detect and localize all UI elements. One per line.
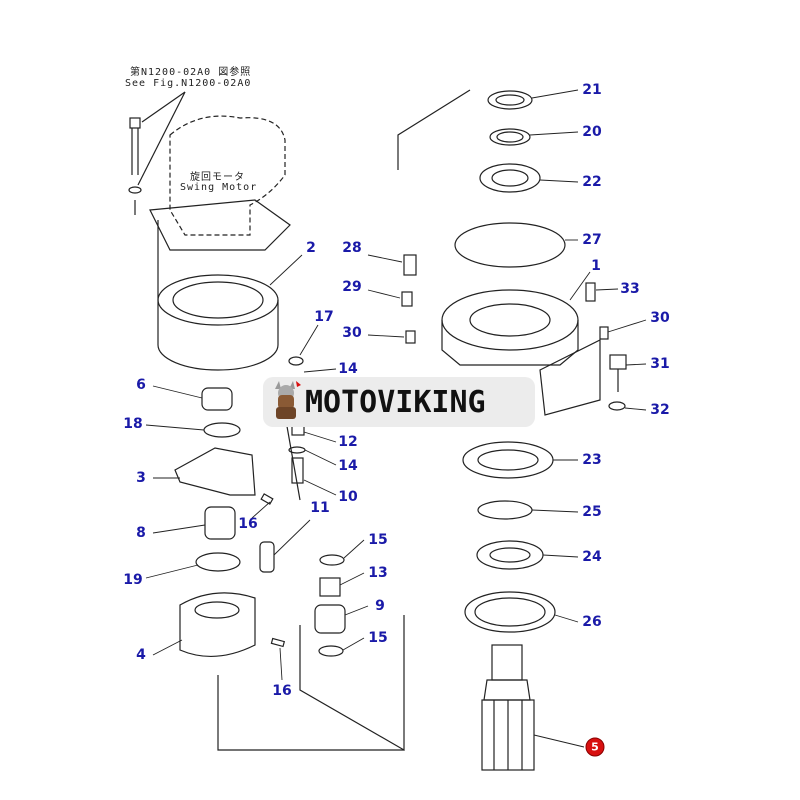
part-label-6[interactable]: 6	[136, 377, 146, 393]
part-label-19[interactable]: 19	[123, 572, 143, 588]
part-label-32[interactable]: 32	[650, 402, 670, 418]
part-label-23[interactable]: 23	[582, 452, 602, 468]
part-label-12[interactable]: 12	[338, 434, 358, 450]
part-label-15[interactable]: 15	[368, 532, 388, 548]
watermark-text: MOTOVIKING	[305, 384, 486, 420]
part-label-17[interactable]: 17	[314, 309, 334, 325]
part-label-27[interactable]: 27	[582, 232, 602, 248]
part-label-14[interactable]: 14	[338, 458, 358, 474]
part-label-30[interactable]: 30	[650, 310, 670, 326]
part-label-22[interactable]: 22	[582, 174, 602, 190]
part-label-8[interactable]: 8	[136, 525, 146, 541]
part-label-15[interactable]: 15	[368, 630, 388, 646]
part-label-16[interactable]: 16	[272, 683, 292, 699]
part-label-10[interactable]: 10	[338, 489, 358, 505]
bolt-drawing	[128, 91, 186, 215]
part-label-33[interactable]: 33	[620, 281, 640, 297]
motor-label-en: Swing Motor	[180, 182, 258, 193]
part-label-29[interactable]: 29	[342, 279, 362, 295]
part-label-11[interactable]: 11	[310, 500, 330, 516]
part-label-26[interactable]: 26	[582, 614, 602, 630]
ring-gear-drawing	[157, 274, 279, 371]
swing-motor-drawing	[169, 115, 286, 236]
part-label-24[interactable]: 24	[582, 549, 602, 565]
part-label-31[interactable]: 31	[650, 356, 670, 372]
part-label-3[interactable]: 3	[136, 470, 146, 486]
part-label-21[interactable]: 21	[582, 82, 602, 98]
part-label-20[interactable]: 20	[582, 124, 602, 140]
highlighted-part-label[interactable]: 5	[585, 737, 605, 757]
reference-note-en: See Fig.N1200-02A0	[125, 78, 252, 89]
housing-drawing	[441, 289, 601, 416]
part-label-4[interactable]: 4	[136, 647, 146, 663]
part-label-25[interactable]: 25	[582, 504, 602, 520]
reference-note-jp: 第N1200-02A0 図参照	[130, 67, 252, 78]
part-label-30[interactable]: 30	[342, 325, 362, 341]
motor-label-jp: 旋回モータ	[190, 172, 245, 183]
pinion-shaft-drawing	[481, 644, 535, 771]
part-label-2[interactable]: 2	[306, 240, 316, 256]
part-label-1[interactable]: 1	[591, 258, 601, 274]
viking-mascot-icon	[275, 381, 301, 419]
part-label-14[interactable]: 14	[338, 361, 358, 377]
part-label-16[interactable]: 16	[238, 516, 258, 532]
watermark-logo: MOTOVIKING	[263, 377, 535, 427]
part-label-9[interactable]: 9	[375, 598, 385, 614]
part-label-18[interactable]: 18	[123, 416, 143, 432]
part-label-28[interactable]: 28	[342, 240, 362, 256]
part-label-13[interactable]: 13	[368, 565, 388, 581]
